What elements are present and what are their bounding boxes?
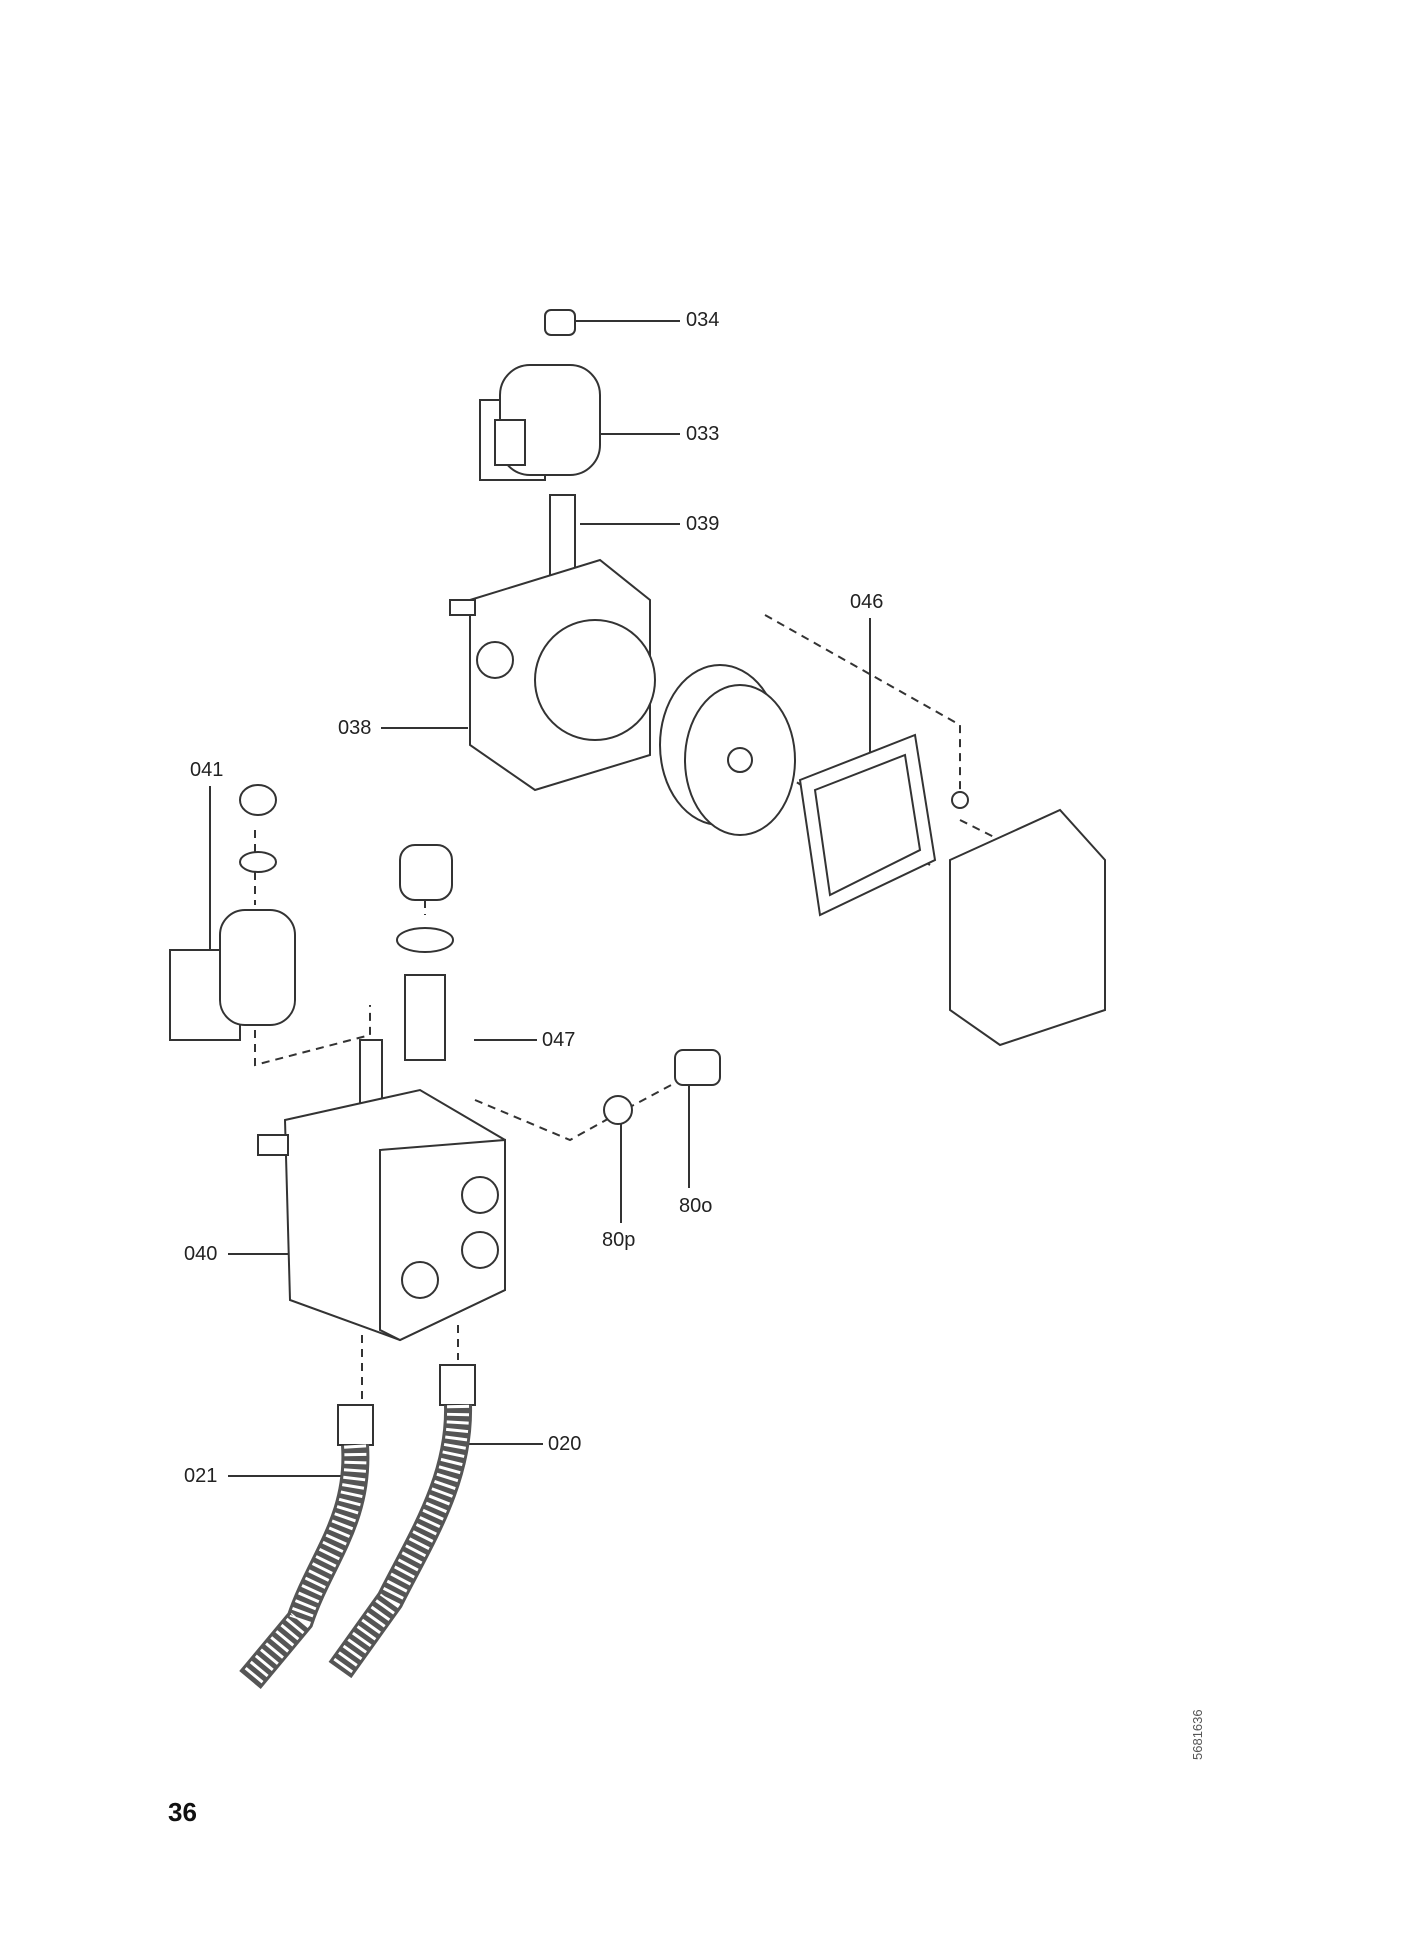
label-020: 020 xyxy=(548,1433,582,1455)
part-cover xyxy=(949,791,1106,1047)
part-80p-washer xyxy=(603,1095,633,1125)
part-filter-drum xyxy=(659,664,796,836)
part-020-hose xyxy=(328,1364,476,1679)
part-021-hose xyxy=(239,1404,374,1689)
part-034-nut xyxy=(544,309,576,336)
part-033-coil xyxy=(479,364,601,481)
part-047-filter xyxy=(396,844,454,1061)
drawing-code: 5681636 xyxy=(1190,1709,1205,1760)
label-80o: 80o xyxy=(679,1195,713,1217)
part-040-pump xyxy=(257,1039,506,1342)
part-80o-fitting xyxy=(674,1049,721,1086)
label-021: 021 xyxy=(184,1465,218,1487)
part-041-coil xyxy=(169,784,296,1041)
label-040: 040 xyxy=(184,1243,218,1265)
page-number: 36 xyxy=(168,1797,197,1827)
label-034: 034 xyxy=(686,309,720,331)
label-033: 033 xyxy=(686,423,720,445)
label-046: 046 xyxy=(850,591,884,613)
label-039: 039 xyxy=(686,513,720,535)
label-038: 038 xyxy=(338,717,372,739)
part-046-gasket xyxy=(798,733,937,917)
label-041: 041 xyxy=(190,759,224,781)
label-80p: 80p xyxy=(602,1229,636,1251)
part-038-pump xyxy=(449,558,656,792)
label-047: 047 xyxy=(542,1029,576,1051)
